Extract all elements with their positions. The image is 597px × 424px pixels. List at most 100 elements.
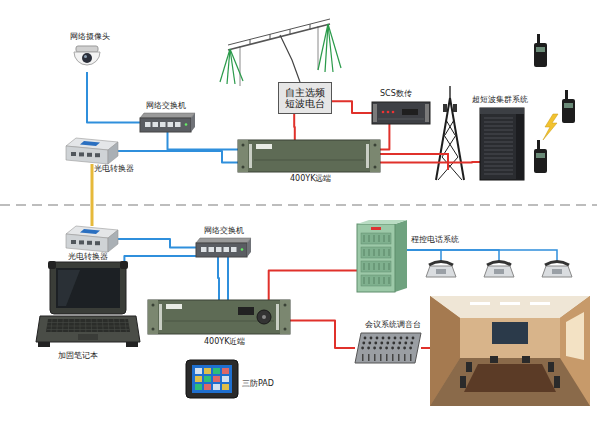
- remote-unit-art: [242, 166, 245, 169]
- dipole-antenna: [227, 49, 230, 84]
- near-unit-art: [276, 304, 279, 330]
- rugged-laptop-art: [68, 319, 69, 332]
- trunk-cabinet-art: [484, 130, 513, 131]
- connector-line: [332, 101, 372, 113]
- pbx-cabinet-art: [357, 220, 407, 224]
- network-camera-art: [84, 55, 87, 58]
- network-switch-art: [209, 247, 215, 252]
- rugged-laptop-art: [91, 319, 92, 332]
- audio-mixer-art: [385, 347, 388, 350]
- device-caption: 超短波集群系统: [472, 96, 528, 105]
- audio-mixer-art: [379, 347, 382, 350]
- connector-line: [168, 132, 239, 150]
- room-wire: [421, 348, 430, 349]
- data-modem-art: [392, 111, 395, 114]
- media-converter-art: [80, 229, 100, 234]
- pbx-cabinet-art: [389, 235, 390, 242]
- media-converter: 光电转换器: [66, 138, 118, 164]
- media-converter-art: [79, 152, 84, 156]
- near-unit-art: [148, 300, 290, 334]
- rugged-laptop-art: [120, 261, 128, 269]
- rugged-laptop-art: [96, 319, 98, 332]
- audio-mixer-art: [373, 347, 376, 350]
- trunk-cabinet-art: [484, 142, 513, 143]
- media-converter-art: [71, 240, 76, 244]
- remote-unit-art: [370, 140, 380, 172]
- rugged-laptop-art: [48, 261, 56, 269]
- remote-unit-art: [374, 166, 377, 169]
- audio-mixer-art: [392, 342, 395, 345]
- device-caption: 加固笔记本: [58, 352, 98, 361]
- media-converter-art: [80, 141, 100, 146]
- rugged-laptop-art: [74, 319, 75, 332]
- network-camera-art: [74, 52, 100, 65]
- trunk-cabinet-art: [484, 174, 513, 175]
- audio-mixer-art: [400, 337, 403, 340]
- rugged-pad-art: [222, 368, 229, 374]
- rugged-pad-art: [195, 376, 202, 382]
- rugged-laptop-art: [56, 319, 58, 332]
- rugged-pad-art: [186, 360, 238, 398]
- pbx-cabinet-art: [389, 263, 390, 270]
- media-converter-art: [66, 146, 108, 164]
- conference-room: [430, 296, 590, 406]
- media-converter-art: [66, 234, 108, 252]
- media-converter-art: [108, 142, 118, 164]
- near-unit-art: [280, 300, 290, 334]
- trunk-cabinet-art: [480, 108, 524, 180]
- remote-unit-art: [238, 140, 380, 172]
- second-link-wire: [228, 257, 229, 300]
- pbx-cabinet-art: [357, 220, 407, 292]
- near-unit-art: [238, 307, 254, 315]
- connector-line: [91, 164, 94, 226]
- radio-tower: [450, 98, 464, 180]
- conference-room: [492, 322, 528, 344]
- rugged-laptop-art: [50, 262, 126, 314]
- data-modem-art: [378, 119, 424, 120]
- rugged-laptop-art: [58, 270, 80, 306]
- pbx-cabinet-art: [379, 249, 380, 256]
- rugged-pad-art: [195, 368, 202, 374]
- near-unit-art: [257, 310, 271, 324]
- network-switch-art: [216, 247, 222, 252]
- audio-mixer-art: [362, 354, 364, 361]
- dipole-antenna: [280, 35, 300, 82]
- remote-unit-art: [374, 144, 377, 147]
- desk-phones: [426, 266, 456, 277]
- near-unit-art: [152, 328, 155, 331]
- pbx-cabinet-art: [364, 235, 365, 242]
- device-caption: 三防PAD: [242, 380, 274, 389]
- handheld-radios: [562, 99, 575, 123]
- pbx-cabinet-art: [357, 224, 395, 292]
- pbx-cabinet-art: [371, 227, 381, 230]
- radio-tower: [446, 120, 455, 135]
- network-switch-art: [224, 247, 230, 252]
- pbx-cabinet-art: [384, 249, 385, 256]
- conference-room: [500, 302, 520, 305]
- second-link-wire: [227, 257, 229, 300]
- device-caption: 光电转换器: [94, 165, 134, 174]
- audio-mixer-art: [398, 354, 400, 361]
- network-switch-art: [160, 122, 166, 127]
- radio-box: 自主选频短波电台: [278, 82, 332, 114]
- pbx-cabinet-art: [364, 249, 365, 256]
- media-converter-art: [95, 241, 100, 245]
- network-switch-art: [145, 122, 151, 127]
- conference-room: [522, 356, 530, 363]
- pbx-cabinet-art: [389, 249, 390, 256]
- radio-tower: [449, 86, 451, 98]
- remote-unit-art: [366, 144, 369, 168]
- phone-wires: [407, 250, 557, 262]
- trunk-cabinet-art: [484, 154, 513, 155]
- rugged-pad-art: [222, 376, 229, 382]
- desk-phones: [542, 266, 572, 277]
- network-camera-art: [82, 53, 92, 63]
- radio-tower: [442, 157, 462, 180]
- audio-mixer-art: [392, 354, 394, 361]
- data-modem-art: [373, 104, 377, 122]
- audio-mixer-art: [367, 347, 370, 350]
- audio-mixer-art: [410, 354, 412, 361]
- phone-wires: [407, 250, 557, 262]
- pbx-cabinet-art: [379, 263, 380, 270]
- network-switch-art: [201, 247, 207, 252]
